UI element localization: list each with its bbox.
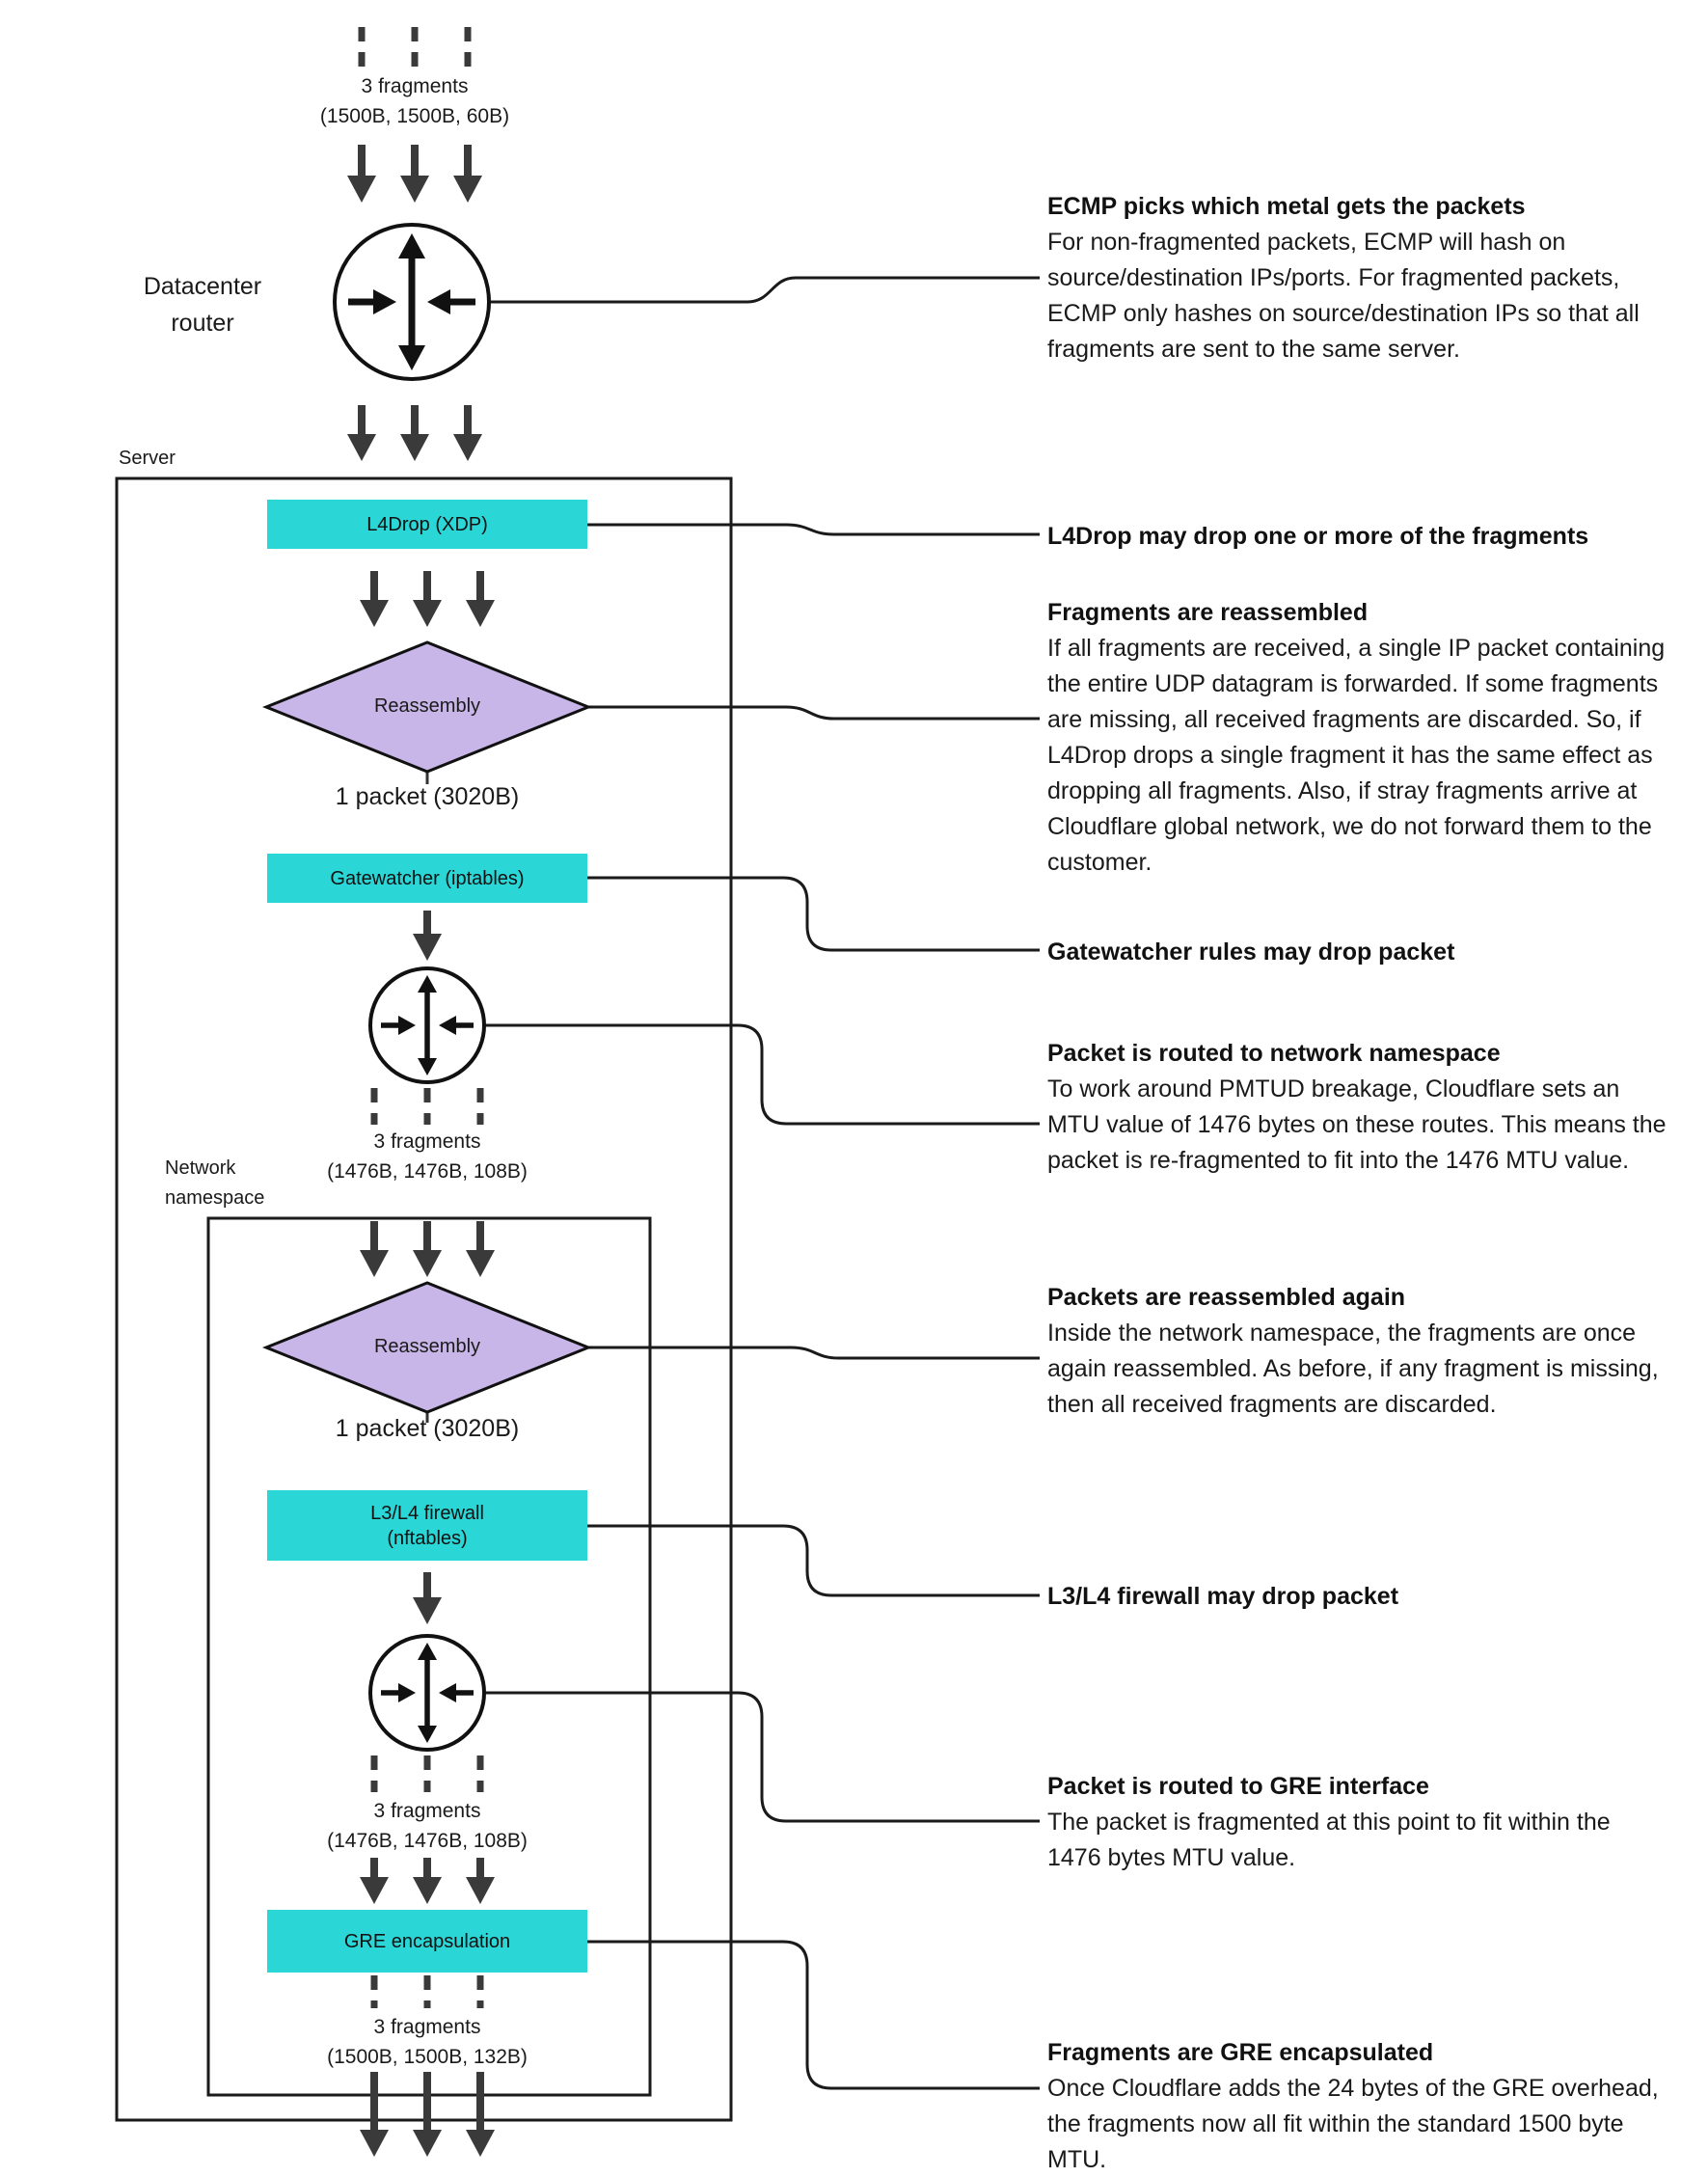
fragment-sizes: (1476B, 1476B, 108B) <box>327 1160 528 1183</box>
packet-arrows-into-namespace <box>360 1221 495 1277</box>
connector-firewall-note <box>587 1524 1040 1597</box>
annotation-firewall-note: L3/L4 firewall may drop packet <box>1047 1579 1669 1615</box>
reassembly-2-label: Reassembly <box>373 1336 481 1357</box>
dashed-fragments-top <box>358 27 472 68</box>
fragment-label-mid: 3 fragments (1476B, 1476B, 108B) <box>327 1127 528 1186</box>
reassembly-diamond-2 <box>261 1281 593 1414</box>
annotation-reassembly: Fragments are reassembled If all fragmen… <box>1047 595 1669 881</box>
packet-label-2: 1 packet (3020B) <box>335 1415 520 1442</box>
network-namespace-label: Network namespace <box>165 1157 265 1209</box>
annotation-body: Once Cloudflare adds the 24 bytes of the… <box>1047 2075 1659 2173</box>
router-icon-route-to-namespace <box>368 966 486 1084</box>
fragment-sizes: (1500B, 1500B, 60B) <box>319 105 510 127</box>
connector-gre-routing <box>484 1691 1040 1823</box>
l3l4-firewall-node: L3/L4 firewall (nftables) <box>267 1490 587 1561</box>
server-box-label: Server <box>119 448 176 469</box>
datacenter-router-label: Datacenter router <box>143 273 262 337</box>
packet-label-1: 1 packet (3020B) <box>335 783 520 810</box>
fragment-count: 3 fragments <box>373 1130 481 1153</box>
annotation-gre-encapsulation: Fragments are GRE encapsulated Once Clou… <box>1047 2035 1669 2177</box>
dashed-fragments-after-gre <box>370 1975 484 2008</box>
dashed-fragments-after-routing-1 <box>370 1088 484 1125</box>
packet-arrows-into-router <box>347 145 482 203</box>
packet-arrow-after-gatewatcher <box>413 911 442 961</box>
annotation-heading: ECMP picks which metal gets the packets <box>1047 193 1526 220</box>
annotation-gatewatcher-note: Gatewatcher rules may drop packet <box>1047 935 1669 970</box>
packet-arrow-after-firewall <box>413 1572 442 1624</box>
annotation-body: For non-fragmented packets, ECMP will ha… <box>1047 229 1640 363</box>
annotation-l4drop-note: L4Drop may drop one or more of the fragm… <box>1047 519 1669 555</box>
annotation-body: The packet is fragmented at this point t… <box>1047 1809 1611 1871</box>
annotation-heading: Packets are reassembled again <box>1047 1284 1406 1311</box>
fragment-label-bottom: 3 fragments (1500B, 1500B, 132B) <box>327 2012 528 2072</box>
packet-arrows-into-gre <box>360 1858 495 1904</box>
l4drop-node: L4Drop (XDP) <box>267 500 587 549</box>
annotation-heading: L3/L4 firewall may drop packet <box>1047 1583 1399 1610</box>
annotation-ecmp: ECMP picks which metal gets the packets … <box>1047 189 1669 367</box>
annotation-gre-routing: Packet is routed to GRE interface The pa… <box>1047 1769 1669 1876</box>
gatewatcher-node: Gatewatcher (iptables) <box>267 854 587 903</box>
connector-gre-encapsulation <box>587 1940 1040 2090</box>
fragment-label-pre-gre: 3 fragments (1476B, 1476B, 108B) <box>327 1796 528 1856</box>
connector-reassembly-again <box>588 1346 1040 1360</box>
firewall-label-line1: L3/L4 firewall <box>370 1502 484 1524</box>
annotation-heading: Fragments are reassembled <box>1047 599 1369 626</box>
connector-ecmp <box>489 276 1040 304</box>
annotation-namespace-routing: Packet is routed to network namespace To… <box>1047 1036 1669 1179</box>
annotation-heading: Packet is routed to network namespace <box>1047 1040 1501 1067</box>
packet-arrows-into-server <box>347 405 482 461</box>
annotation-heading: Packet is routed to GRE interface <box>1047 1773 1429 1800</box>
connector-gatewatcher-note <box>587 876 1040 952</box>
annotation-heading: L4Drop may drop one or more of the fragm… <box>1047 523 1589 550</box>
dashed-fragments-after-routing-2 <box>370 1755 484 1792</box>
packet-arrows-exit-bottom <box>360 2072 495 2157</box>
fragment-sizes: (1476B, 1476B, 108B) <box>327 1830 528 1852</box>
router-icon-route-to-gre <box>368 1634 486 1752</box>
reassembly-diamond-1 <box>261 640 593 774</box>
reassembly-1-label: Reassembly <box>373 695 481 717</box>
annotation-body: Inside the network namespace, the fragme… <box>1047 1320 1659 1418</box>
annotation-body: To work around PMTUD breakage, Cloudflar… <box>1047 1075 1667 1174</box>
annotation-body: If all fragments are received, a single … <box>1047 635 1666 876</box>
connector-namespace-routing <box>484 1023 1040 1126</box>
fragment-label-top: 3 fragments (1500B, 1500B, 60B) <box>320 71 509 131</box>
connector-reassembly <box>588 705 1040 721</box>
router-icon-datacenter <box>333 223 491 381</box>
annotation-heading: Gatewatcher rules may drop packet <box>1047 939 1455 966</box>
connector-l4drop-note <box>587 523 1040 536</box>
fragment-count: 3 fragments <box>361 75 469 97</box>
annotation-reassembly-again: Packets are reassembled again Inside the… <box>1047 1280 1669 1423</box>
gre-encapsulation-node: GRE encapsulation <box>267 1910 587 1973</box>
packet-arrows-after-l4drop <box>360 571 495 627</box>
annotation-heading: Fragments are GRE encapsulated <box>1047 2039 1434 2066</box>
fragment-count: 3 fragments <box>373 2016 481 2038</box>
firewall-label-line2: (nftables) <box>387 1527 468 1549</box>
fragment-sizes: (1500B, 1500B, 132B) <box>327 2046 528 2068</box>
fragment-count: 3 fragments <box>373 1800 481 1822</box>
